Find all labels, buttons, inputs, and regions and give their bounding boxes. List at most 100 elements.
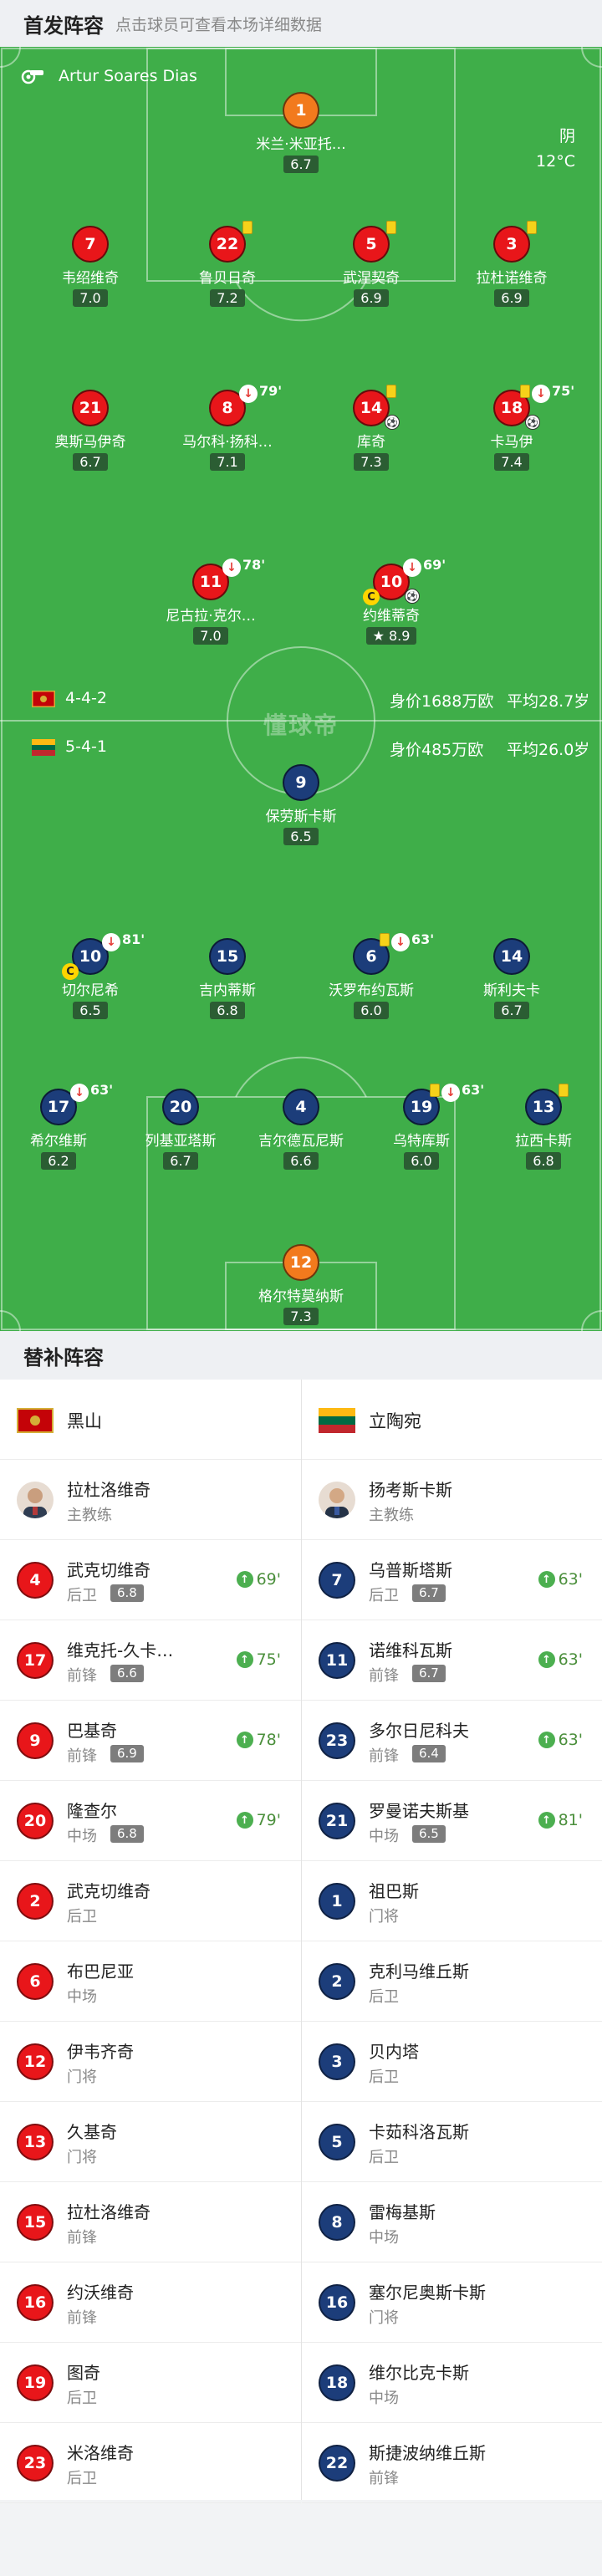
jersey-number: 19↓63'	[403, 1082, 484, 1125]
jersey-number: 15	[17, 2204, 54, 2241]
sub-in-icon: ↑	[236, 1812, 253, 1829]
jersey-number-text: 12	[289, 1253, 313, 1272]
sub-out-icon: ↓	[441, 1084, 460, 1102]
bench-home-team: 黑山	[0, 1380, 301, 1460]
away-coach-row[interactable]: 扬考斯卡斯 主教练	[302, 1460, 602, 1540]
jersey-number: 13	[525, 1084, 569, 1125]
jersey-number: 20	[162, 1089, 199, 1125]
home-team-summary: 4-4-2 身价1688万欧 平均28.7岁	[0, 687, 602, 712]
jersey-number: 9	[17, 1722, 54, 1759]
player-rating: 7.0	[193, 627, 228, 645]
player-name: 奥斯马伊奇	[54, 434, 126, 451]
home-player[interactable]: 11↓78'尼古拉·克尔…7.0	[135, 557, 286, 645]
sub-in-icon: ↑	[538, 1732, 555, 1748]
jersey-number: 14	[493, 938, 530, 975]
sub-in-time: 69'	[256, 1570, 281, 1589]
jersey-number-text: 13	[532, 1098, 555, 1116]
sub-position: 中场	[67, 1988, 97, 2006]
home-coach-name: 拉杜洛维奇	[67, 1480, 150, 1500]
jersey-number-text: 5	[365, 235, 377, 253]
jersey-number: 4	[283, 1089, 319, 1125]
goal-ball-icon: ⚽	[405, 589, 420, 604]
home-player[interactable]: 8↓79'马尔科·扬科…7.1	[152, 383, 303, 471]
home-coach-row[interactable]: 拉杜洛维奇 主教练	[0, 1460, 301, 1540]
captain-icon: C	[363, 589, 380, 605]
sub-out-time: 69'	[423, 557, 446, 573]
sub-position: 后卫	[67, 2470, 97, 2487]
watermark-logo: 懂球帝	[263, 712, 339, 739]
sub-rating: 6.9	[110, 1745, 144, 1762]
player-name: 切尔尼希	[62, 982, 119, 999]
jersey-number: 23	[17, 2445, 54, 2482]
home-coach-role: 主教练	[67, 1507, 112, 1524]
player-rating: 6.7	[163, 1152, 198, 1170]
lithuania-flag-icon	[319, 1408, 355, 1433]
sub-name: 斯捷波纳维丘斯	[369, 2443, 486, 2463]
montenegro-flag-icon	[17, 1408, 54, 1433]
lineup-title: 首发阵容	[23, 13, 104, 38]
sub-out-time: 63'	[462, 1082, 485, 1098]
jersey-number-text: 1	[295, 101, 307, 120]
sub-out-icon: ↓	[239, 385, 258, 403]
sub-out-time: 75'	[552, 383, 575, 399]
jersey-number-text: 8	[222, 399, 233, 417]
sub-position: 后卫	[67, 1908, 97, 1926]
jersey-number: 16	[319, 2284, 355, 2321]
sub-position: 后卫	[369, 2149, 399, 2166]
jersey-number: 11	[319, 1642, 355, 1679]
sub-position: 后卫	[369, 1988, 399, 2006]
yellow-card-icon	[520, 385, 530, 398]
home-avg-age: 平均28.7岁	[507, 692, 590, 711]
player-rating: 7.4	[494, 453, 529, 471]
sub-position: 中场	[67, 1828, 97, 1845]
sub-name: 拉杜洛维奇	[67, 2202, 150, 2222]
player-rating: 7.3	[283, 1308, 319, 1325]
sub-name: 武克切维奇	[67, 1881, 150, 1901]
